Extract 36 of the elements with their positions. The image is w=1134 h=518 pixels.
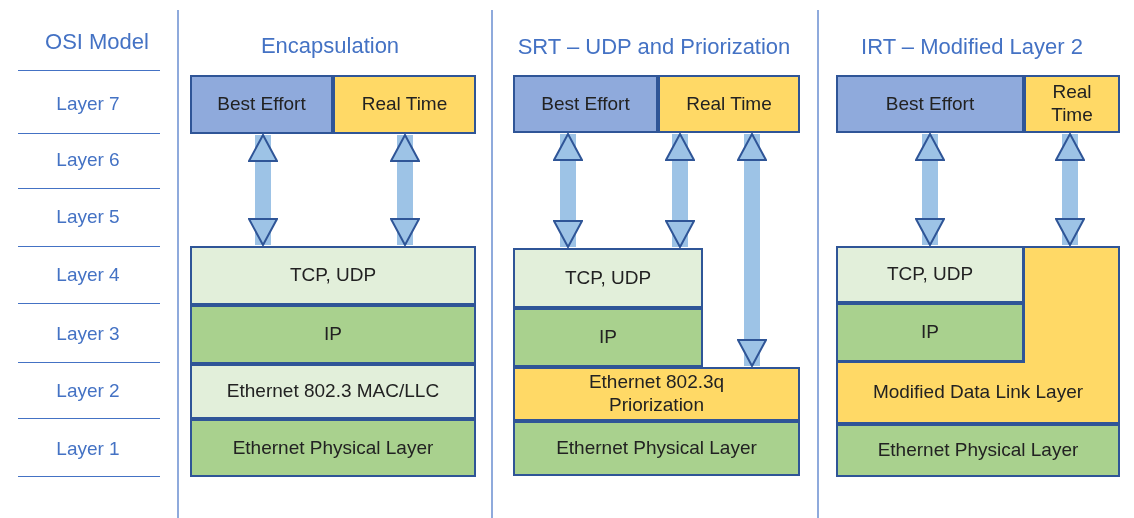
- layer-box: Ethernet Physical Layer: [836, 424, 1120, 477]
- column-heading: OSI Model: [45, 29, 149, 55]
- column-heading: SRT – UDP and Priorization: [517, 34, 791, 60]
- layer-box: Ethernet Physical Layer: [190, 419, 476, 477]
- layer-box: TCP, UDP: [190, 246, 476, 305]
- layer-box: TCP, UDP: [513, 248, 703, 308]
- layer-box: Real Time: [658, 75, 800, 133]
- layer-label: Layer 7: [56, 93, 120, 115]
- column-heading: Encapsulation: [260, 33, 400, 59]
- layer-box: Real Time: [1024, 75, 1120, 133]
- layer-box: Best Effort: [190, 75, 333, 134]
- column-heading: IRT – Modified Layer 2: [861, 34, 1083, 60]
- layer-label: Layer 5: [56, 206, 120, 228]
- double-arrow: [737, 133, 767, 367]
- layer-label: Layer 2: [56, 380, 120, 402]
- layer-box: Best Effort: [836, 75, 1024, 133]
- layer-box: Ethernet 802.3q Priorization: [513, 367, 800, 421]
- double-arrow: [1055, 133, 1085, 246]
- layer-box: Ethernet Physical Layer: [513, 421, 800, 476]
- layer-box: IP: [190, 305, 476, 364]
- layer-box: TCP, UDP: [836, 246, 1024, 303]
- layer-box: IP: [836, 303, 1024, 362]
- double-arrow: [665, 133, 695, 248]
- double-arrow: [390, 134, 420, 246]
- double-arrow: [248, 134, 278, 246]
- double-arrow: [553, 133, 583, 248]
- layer-box: Real Time: [333, 75, 476, 134]
- layer-box: IP: [513, 308, 703, 367]
- layer-box: Best Effort: [513, 75, 658, 133]
- layer-name: Modified Data Link Layer: [872, 381, 1084, 404]
- layer-label: Layer 3: [56, 323, 120, 345]
- double-arrow: [915, 133, 945, 246]
- layer-label: Layer 1: [56, 438, 120, 460]
- layer-box: Ethernet 802.3 MAC/LLC: [190, 364, 476, 419]
- layer-label: Layer 4: [56, 264, 120, 286]
- layer-label: Layer 6: [56, 149, 120, 171]
